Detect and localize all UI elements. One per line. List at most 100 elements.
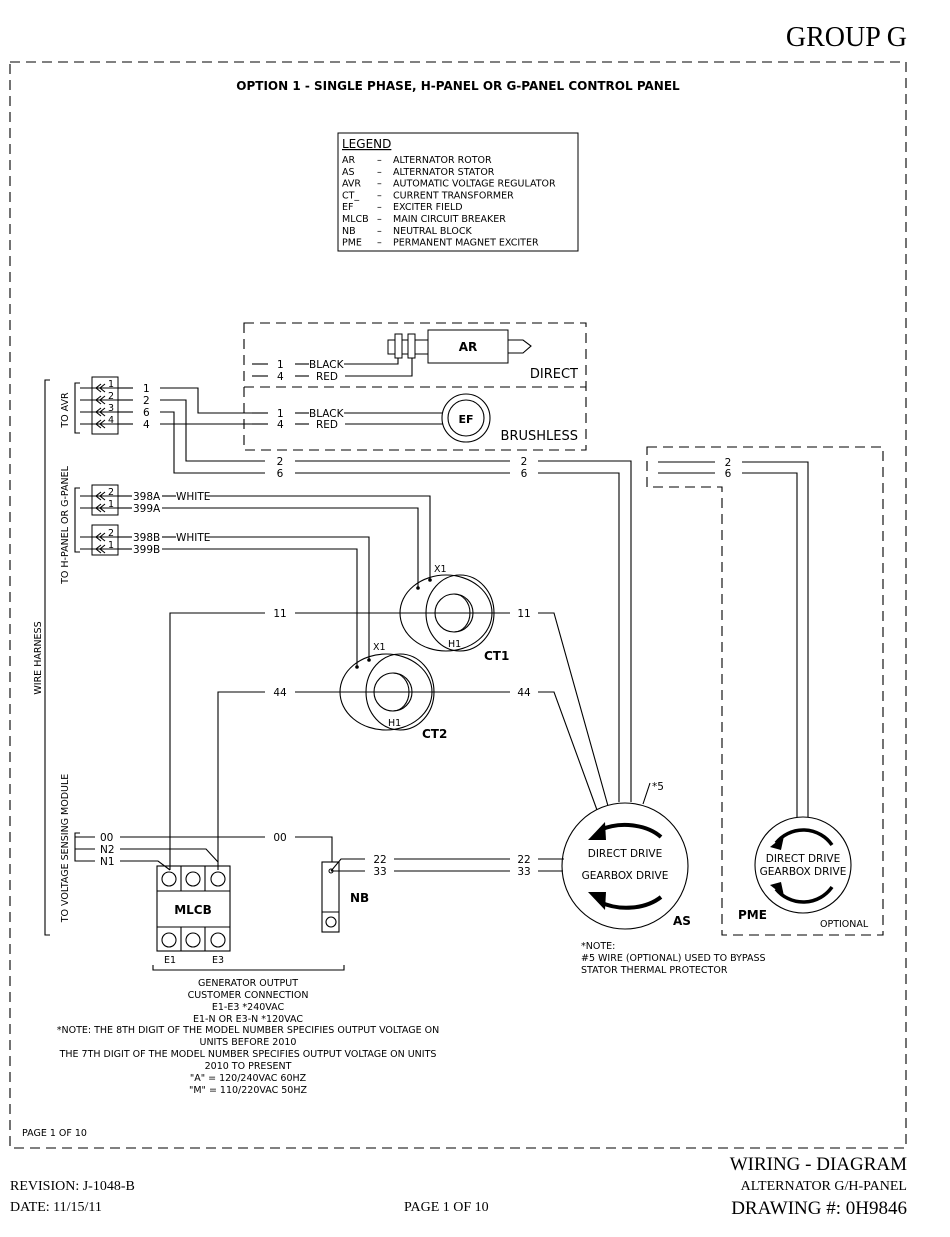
connector-pin: 1: [80, 379, 118, 393]
svg-text:44: 44: [517, 687, 531, 699]
svg-text:MLCB: MLCB: [342, 214, 369, 225]
ct-wires: 398A 399A 398B 399B WHITE WHITE: [118, 491, 431, 667]
connector-pin: 3: [80, 403, 118, 417]
svg-text:2: 2: [143, 395, 150, 407]
svg-text:00: 00: [100, 832, 113, 844]
svg-text:AR: AR: [342, 155, 355, 166]
legend-item: PME–PERMANENT MAGNET EXCITER: [342, 238, 539, 249]
output-note-line: E1-N OR E3-N *120VAC: [193, 1014, 303, 1025]
legend-item: EF–EXCITER FIELD: [342, 202, 463, 213]
ct2-label: CT2: [422, 727, 447, 741]
mlcb: MLCB E1 E3: [152, 865, 345, 971]
svg-text:EXCITER FIELD: EXCITER FIELD: [393, 202, 463, 213]
svg-text:33: 33: [517, 866, 530, 878]
output-note-line: UNITS BEFORE 2010: [200, 1037, 297, 1048]
svg-text:PME: PME: [342, 238, 362, 249]
svg-text:X1: X1: [434, 564, 447, 575]
to-avr-label: TO AVR: [60, 392, 71, 429]
svg-text:WHITE: WHITE: [176, 491, 210, 503]
svg-text:22: 22: [517, 854, 530, 866]
svg-text:–: –: [377, 238, 382, 249]
page-border: [9, 61, 907, 1149]
svg-text:BLACK: BLACK: [309, 359, 345, 371]
svg-text:399A: 399A: [133, 503, 161, 515]
svg-text:2: 2: [108, 528, 114, 539]
svg-text:6: 6: [143, 407, 150, 419]
svg-text:EF: EF: [458, 413, 473, 426]
group-title: GROUP G: [785, 22, 907, 53]
legend: LEGEND AR–ALTERNATOR ROTORAS–ALTERNATOR …: [337, 132, 579, 252]
svg-text:1: 1: [108, 499, 114, 510]
svg-text:–: –: [377, 214, 382, 225]
svg-text:ALTERNATOR STATOR: ALTERNATOR STATOR: [393, 167, 495, 178]
svg-text:RED: RED: [316, 419, 338, 431]
svg-text:11: 11: [517, 608, 530, 620]
svg-text:GEARBOX DRIVE: GEARBOX DRIVE: [582, 870, 669, 882]
wire-harness-label: WIRE HARNESS: [33, 621, 44, 694]
drawing-number: DRAWING #: 0H9846: [731, 1198, 907, 1219]
svg-text:399B: 399B: [133, 544, 160, 556]
svg-text:398B: 398B: [133, 532, 160, 544]
svg-text:44: 44: [273, 687, 287, 699]
pme-label: PME: [738, 908, 767, 922]
title-wiring-diagram: WIRING - DIAGRAM: [729, 1154, 907, 1175]
output-note-line: GENERATOR OUTPUT: [198, 978, 298, 989]
output-note-line: 2010 TO PRESENT: [205, 1061, 292, 1072]
svg-text:6: 6: [521, 468, 528, 480]
svg-text:H1: H1: [388, 718, 401, 729]
svg-text:ALTERNATOR ROTOR: ALTERNATOR ROTOR: [393, 155, 492, 166]
svg-text:33: 33: [373, 866, 386, 878]
svg-text:398A: 398A: [133, 491, 161, 503]
exciter-field: [441, 393, 491, 443]
svg-text:6: 6: [725, 468, 732, 480]
connector-pin: 2: [80, 391, 118, 405]
svg-text:1: 1: [143, 383, 150, 395]
svg-text:CURRENT TRANSFORMER: CURRENT TRANSFORMER: [393, 190, 514, 201]
optional-label: OPTIONAL: [820, 919, 869, 930]
to-vsm-label: TO VOLTAGE SENSING MODULE: [60, 774, 71, 924]
output-note-line: E1-E3 *240VAC: [212, 1002, 285, 1013]
svg-text:H1: H1: [448, 639, 461, 650]
svg-text:2: 2: [108, 487, 114, 498]
neutral-block: NB 22 33 22 33: [321, 854, 564, 933]
svg-text:*NOTE:: *NOTE:: [581, 941, 615, 952]
svg-text:1: 1: [277, 408, 284, 420]
svg-text:1: 1: [108, 540, 114, 551]
output-note-line: CUSTOMER CONNECTION: [188, 990, 309, 1001]
svg-text:3: 3: [108, 403, 114, 414]
svg-text:AVR: AVR: [342, 179, 361, 190]
svg-text:#5 WIRE (OPTIONAL) USED TO BYP: #5 WIRE (OPTIONAL) USED TO BYPASS: [581, 953, 766, 964]
svg-text:N2: N2: [100, 844, 115, 856]
output-note-line: THE 7TH DIGIT OF THE MODEL NUMBER SPECIF…: [59, 1049, 437, 1060]
svg-text:EF: EF: [342, 202, 353, 213]
legend-item: MLCB–MAIN CIRCUIT BREAKER: [342, 214, 506, 225]
mlcb-label: MLCB: [174, 903, 212, 917]
rotor-ar: [427, 329, 509, 364]
svg-text:–: –: [377, 179, 382, 190]
avr-wires: 1 2 6 4: [118, 383, 265, 474]
svg-text:1: 1: [277, 359, 284, 371]
svg-text:DIRECT DRIVE: DIRECT DRIVE: [588, 848, 663, 860]
vsm-connector: 00 N2 N1: [74, 832, 115, 868]
connector-pin: 4: [80, 415, 118, 429]
page-number: PAGE 1 OF 10: [404, 1200, 489, 1215]
rotor-box: 1 4 BLACK RED AR DIRECT 1 4 BLACK RED EF…: [243, 322, 587, 451]
svg-text:–: –: [377, 190, 382, 201]
svg-text:WHITE: WHITE: [176, 532, 210, 544]
svg-text:STATOR THERMAL PROTECTOR: STATOR THERMAL PROTECTOR: [581, 965, 728, 976]
connector-pin: 2: [80, 528, 118, 542]
legend-item: NB–NEUTRAL BLOCK: [342, 226, 472, 237]
connector-pin: 1: [80, 499, 118, 513]
output-note-line: "M" = 110/220VAC 50HZ: [189, 1085, 308, 1096]
svg-text:–: –: [377, 167, 382, 178]
pme-box: 2 6 DIRECT DRIVE GEARBOX DRIVE PME OPTIO…: [646, 446, 884, 936]
legend-item: AVR–AUTOMATIC VOLTAGE REGULATOR: [342, 179, 556, 190]
svg-text:00: 00: [273, 832, 286, 844]
alternator-stator: DIRECT DRIVE GEARBOX DRIVE AS: [561, 802, 691, 930]
connector-pin: 1: [80, 540, 118, 554]
svg-text:DIRECT DRIVE: DIRECT DRIVE: [766, 853, 841, 865]
svg-text:–: –: [377, 226, 382, 237]
